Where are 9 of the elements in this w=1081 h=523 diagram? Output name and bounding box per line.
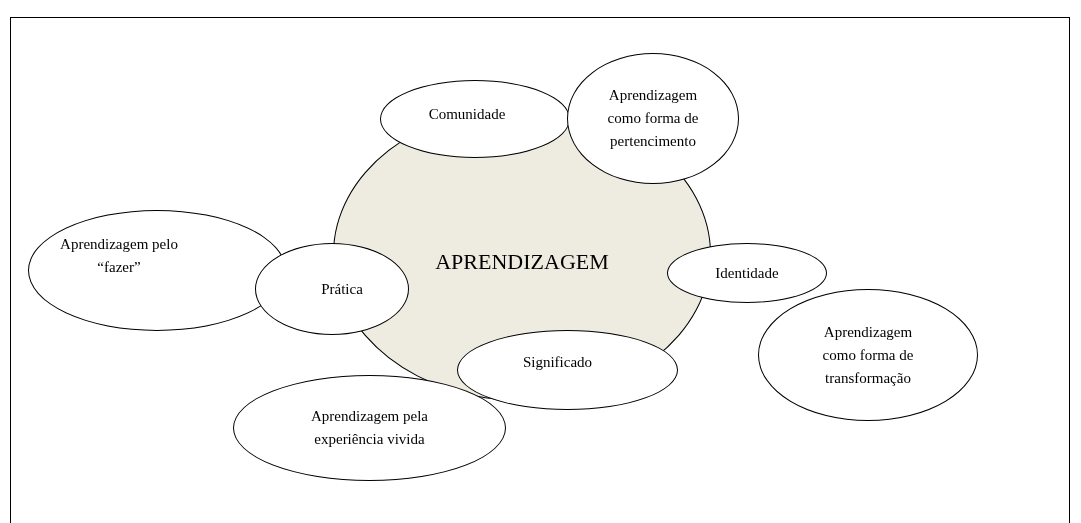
- concept-label: Aprendizagem como forma de pertencimento: [606, 86, 700, 151]
- concept-label: Aprendizagem como forma de transformação: [821, 322, 915, 388]
- concept-label: Identidade: [715, 263, 779, 283]
- concept-label: Prática: [321, 279, 363, 299]
- concept-label: Aprendizagem pelo “fazer”: [59, 234, 179, 277]
- concept-label: Aprendizagem pela experiência vivida: [310, 407, 429, 449]
- concept-label: APRENDIZAGEM: [435, 248, 609, 276]
- concept-label: Significado: [522, 352, 593, 372]
- concept-label: Comunidade: [428, 104, 506, 124]
